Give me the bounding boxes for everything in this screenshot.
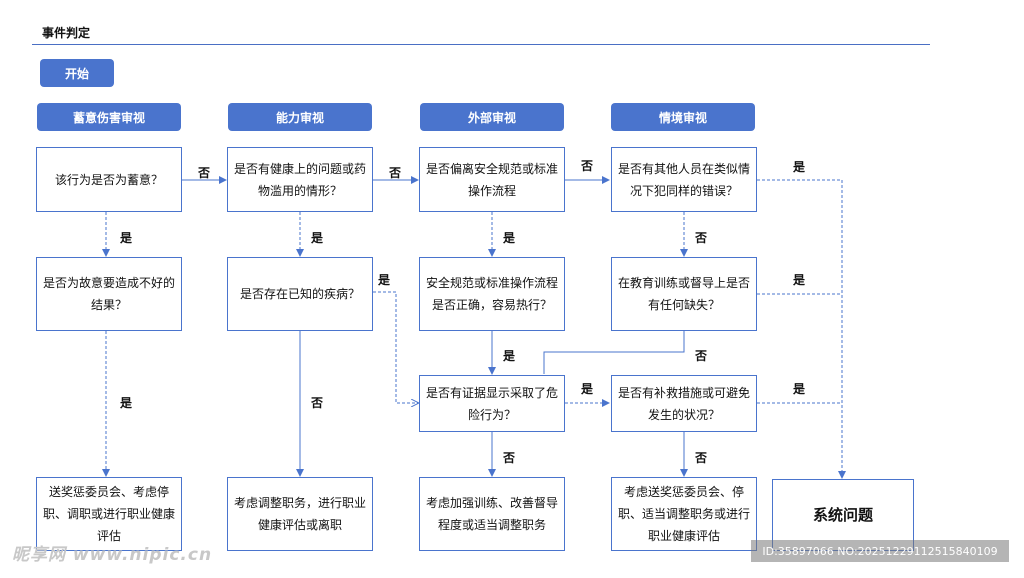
box-c3r1: 是否偏离安全规范或标准操作流程 bbox=[419, 147, 565, 212]
box-c4r2: 在教育训练或督导上是否有任何缺失？ bbox=[611, 257, 757, 331]
box-system-issue: 系统问题 bbox=[772, 479, 914, 551]
watermark-left: 昵享网 www.nipic.cn bbox=[12, 545, 213, 565]
label-yes: 是 bbox=[120, 396, 133, 410]
header-intent-review: 蓄意伤害审视 bbox=[37, 103, 181, 131]
box-c2r1: 是否有健康上的问题或药物滥用的情形？ bbox=[227, 147, 373, 212]
title-divider bbox=[32, 44, 930, 45]
label-yes: 是 bbox=[311, 231, 324, 245]
box-c4r3: 是否有补救措施或可避免发生的状况？ bbox=[611, 375, 757, 432]
box-c1r3: 送奖惩委员会、考虑停职、调职或进行职业健康评估 bbox=[36, 477, 182, 551]
box-c1r1: 该行为是否为蓄意？ bbox=[36, 147, 182, 212]
label-yes: 是 bbox=[793, 382, 806, 396]
header-capability-review: 能力审视 bbox=[228, 103, 372, 131]
header-external-review: 外部审视 bbox=[420, 103, 564, 131]
watermark-right: ID:35897066 NO:20251229112515840109 bbox=[751, 540, 1009, 562]
label-no: 否 bbox=[695, 231, 708, 245]
edge-c2r2-c3r3 bbox=[373, 291, 418, 403]
box-c4r1: 是否有其他人员在类似情况下犯同样的错误？ bbox=[611, 147, 757, 212]
box-c4r4: 考虑送奖惩委员会、停职、适当调整职务或进行职业健康评估 bbox=[611, 477, 757, 551]
box-c1r2: 是否为故意要造成不好的结果？ bbox=[36, 257, 182, 331]
box-c3r4: 考虑加强训练、改善督导程度或适当调整职务 bbox=[419, 477, 565, 551]
label-yes: 是 bbox=[120, 231, 133, 245]
box-c2r2: 是否存在已知的疾病？ bbox=[227, 257, 373, 331]
page-title: 事件判定 bbox=[42, 26, 91, 40]
label-yes: 是 bbox=[581, 382, 594, 396]
label-no: 否 bbox=[198, 166, 211, 180]
label-yes: 是 bbox=[793, 160, 806, 174]
box-c3r2: 安全规范或标准操作流程是否正确，容易热行？ bbox=[419, 257, 565, 331]
edge-c4r1-system bbox=[757, 179, 846, 479]
label-no: 否 bbox=[311, 396, 324, 410]
label-no: 否 bbox=[503, 451, 516, 465]
header-context-review: 情境审视 bbox=[611, 103, 755, 131]
label-no: 否 bbox=[695, 349, 708, 363]
label-no: 否 bbox=[695, 451, 708, 465]
label-yes: 是 bbox=[503, 349, 516, 363]
label-no: 否 bbox=[389, 166, 402, 180]
label-no: 否 bbox=[581, 159, 594, 173]
label-yes: 是 bbox=[378, 273, 391, 287]
label-yes: 是 bbox=[503, 231, 516, 245]
edge-c4r2-c3r3 bbox=[543, 331, 685, 374]
box-c2r3: 考虑调整职务，进行职业健康评估或离职 bbox=[227, 477, 373, 551]
box-c3r3: 是否有证据显示采取了危险行为？ bbox=[419, 375, 565, 432]
start-node: 开始 bbox=[40, 59, 114, 87]
label-yes: 是 bbox=[793, 273, 806, 287]
